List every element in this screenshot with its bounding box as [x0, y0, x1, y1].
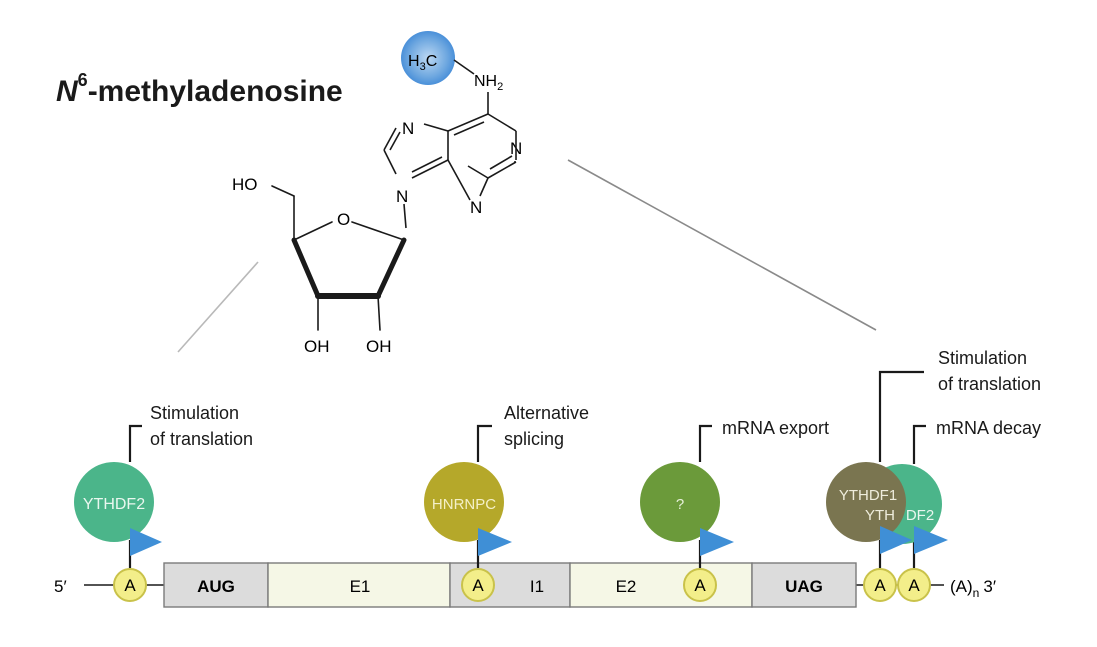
- function-splicing: Alternative splicing: [504, 403, 594, 449]
- adenosine-structure: H3C NH2 N N N N: [232, 31, 522, 356]
- flag-icon: [880, 526, 912, 554]
- function-translation-right: Stimulation of translation: [938, 348, 1041, 394]
- flag-icon: [478, 528, 512, 556]
- segment-aug-label: AUG: [197, 577, 235, 596]
- segment-e2: [569, 562, 753, 608]
- atom-ring-oxygen: O: [337, 210, 350, 229]
- segment-uag-label: UAG: [785, 577, 823, 596]
- methyl-label: H3C: [408, 53, 437, 73]
- function-translation-left: Stimulation of translation: [150, 403, 253, 449]
- reader-hnrnpc: [424, 462, 504, 542]
- adenosine-label: A: [874, 576, 886, 595]
- reader-ythdf1-label: YTHDF1: [839, 487, 897, 504]
- function-export: mRNA export: [722, 418, 829, 438]
- segment-e1-label: E1: [350, 577, 371, 596]
- atom-n7: N: [402, 119, 414, 138]
- amine-label: NH2: [474, 73, 503, 93]
- adenosine-label: A: [908, 576, 920, 595]
- callout-line-export: [698, 424, 712, 462]
- flag-icon: [914, 526, 948, 554]
- hydroxyl-2: OH: [366, 337, 392, 356]
- reader-ythdf2-left-label: YTHDF2: [83, 496, 145, 513]
- reader-ythdf1-sublabel: YTH: [865, 507, 895, 524]
- callout-line-translation-right: [878, 370, 924, 462]
- segment-i1-label: I1: [530, 577, 544, 596]
- reader-unknown: [640, 462, 720, 542]
- function-decay: mRNA decay: [936, 418, 1041, 438]
- adenosine-label: A: [124, 576, 136, 595]
- methyl-highlight: [401, 31, 455, 85]
- segment-uag: [751, 562, 857, 608]
- callout-line-translation-left: [128, 424, 142, 462]
- hydroxyl-5: HO: [232, 175, 258, 194]
- atom-n3: N: [470, 198, 482, 217]
- segment-e2-label: E2: [616, 577, 637, 596]
- zoom-line-left: [177, 261, 259, 353]
- title-rest: -methyladenosine: [87, 75, 343, 108]
- reader-ythdf2-right-label: DF2: [906, 507, 934, 524]
- m6a-flags: [130, 526, 948, 556]
- segment-aug: [163, 562, 269, 608]
- flag-icon: [130, 528, 162, 556]
- hydroxyl-3: OH: [304, 337, 330, 356]
- adenosine-label: A: [694, 576, 706, 595]
- atom-n9: N: [396, 187, 408, 206]
- reader-ythdf2-left: [74, 462, 154, 542]
- adenosine-label: A: [472, 576, 484, 595]
- title-n: N: [56, 75, 78, 108]
- five-prime-label: 5′: [54, 577, 67, 596]
- zoom-line-right: [567, 159, 877, 331]
- callout-line-splicing: [476, 424, 492, 462]
- molecule-title: N6-methyladenosine: [56, 70, 343, 109]
- segment-e1: [267, 562, 451, 608]
- reader-unknown-label: ?: [676, 496, 684, 513]
- title-superscript: 6: [77, 70, 88, 90]
- adenosine-beads: A A A A A: [113, 568, 931, 602]
- flag-icon: [700, 528, 734, 556]
- callout-line-decay: [912, 424, 926, 464]
- reader-hnrnpc-label: HNRNPC: [432, 496, 496, 513]
- reader-ythdf1: [826, 462, 906, 542]
